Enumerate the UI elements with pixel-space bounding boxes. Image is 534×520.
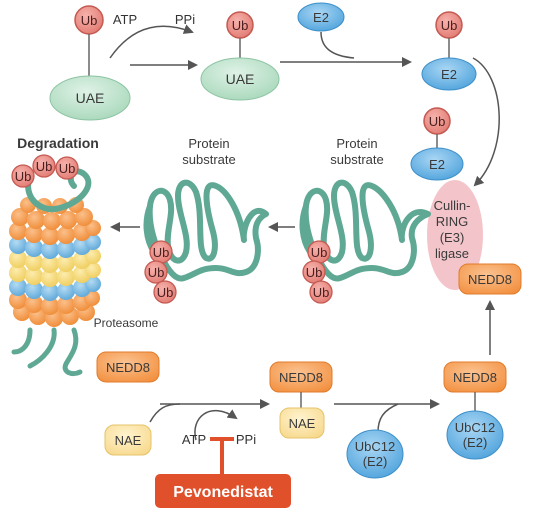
uae-right-label: UAE — [226, 71, 255, 87]
ub-proteasome-1: Ub — [15, 169, 32, 184]
ub-chain-middle: Ub Ub Ub — [144, 240, 177, 304]
protein-substrate-middle — [146, 179, 269, 282]
peptide-fragment-3 — [62, 327, 83, 377]
uae-enzyme-left: UAE — [49, 75, 131, 121]
e2-charged-top-label: E2 — [441, 67, 457, 82]
proteasome-ring-orange-top — [9, 197, 101, 245]
atp-label-top: ATP — [113, 12, 137, 27]
nae-free-label: NAE — [115, 433, 142, 448]
ubc12-charged-label-1: UbC12 — [455, 420, 495, 435]
nae-charged: NAE — [279, 407, 325, 439]
e2-charged-top: E2 — [421, 57, 477, 91]
ubc12-free-label-1: UbC12 — [355, 439, 395, 454]
ubc12-charged: UbC12 (E2) — [446, 410, 504, 460]
ubc12-free-label-2: (E2) — [363, 454, 388, 469]
e2-on-complex-label: E2 — [429, 157, 445, 172]
substrate-right-label-1: Protein — [336, 136, 377, 151]
nedd8-on-nae-label: NEDD8 — [279, 370, 323, 385]
ub-chain-proteasome: Ub Ub Ub — [11, 154, 79, 188]
ppi-label-bottom: PPi — [236, 432, 256, 447]
uae-left-label: UAE — [76, 90, 105, 106]
ub-chain-right: Ub Ub Ub — [302, 240, 333, 304]
ub-free-label: Ub — [81, 13, 98, 28]
peptide-fragment-2 — [27, 327, 57, 369]
nedd8-complex-label: NEDD8 — [468, 272, 512, 287]
ubc12-free: UbC12 (E2) — [346, 429, 404, 479]
ppi-label-top: PPi — [175, 12, 195, 27]
atp-ppi-arrow-top — [109, 24, 194, 59]
ub-chain-right-2: Ub — [306, 265, 323, 280]
cullin-ring-ligase: Cullin- RING (E3) ligase — [427, 180, 483, 290]
peptide-fragment-1 — [11, 327, 33, 355]
ub-chain-right-3: Ub — [313, 285, 330, 300]
ub-on-e2-complex: Ub — [423, 107, 451, 135]
ub-chain-mid-2: Ub — [148, 265, 165, 280]
ub-chain-mid-3: Ub — [157, 285, 174, 300]
arrow-e2-to-e3 — [472, 57, 500, 187]
ub-on-e2-top: Ub — [435, 11, 463, 39]
pevonedistat-drug: Pevonedistat — [155, 474, 291, 508]
cullin-label-2: RING — [436, 214, 469, 229]
ub-free: Ub — [74, 5, 104, 35]
atp-label-bottom: ATP — [182, 432, 206, 447]
ub-on-e2-top-label: Ub — [441, 18, 458, 33]
ubc12-join-curve — [377, 403, 399, 433]
nedd8-free-label: NEDD8 — [106, 360, 150, 375]
nae-free: NAE — [104, 424, 152, 456]
nae-join-curve — [149, 403, 181, 423]
pevonedistat-label: Pevonedistat — [173, 484, 273, 501]
nedd8-free: NEDD8 — [96, 351, 160, 383]
proteasome-label: Proteasome — [94, 316, 159, 330]
substrate-mid-label-2: substrate — [182, 152, 235, 167]
ub-on-uae: Ub — [226, 11, 254, 39]
ub-chain-mid-1: Ub — [153, 245, 170, 260]
protein-substrate-right — [302, 179, 431, 282]
cullin-label-1: Cullin- — [434, 198, 471, 213]
e2-free: E2 — [297, 2, 345, 32]
proteasome-ring-yellow — [9, 248, 101, 287]
nae-charged-label: NAE — [289, 416, 316, 431]
nedd8-on-complex: NEDD8 — [458, 263, 522, 295]
proteasome — [9, 168, 101, 377]
cullin-label-3: (E3) — [440, 230, 465, 245]
substrate-right-label-2: substrate — [330, 152, 383, 167]
cullin-label-4: ligase — [435, 246, 469, 261]
degradation-label: Degradation — [17, 135, 99, 151]
nedd8-on-ubc12-label: NEDD8 — [453, 370, 497, 385]
nedd8-on-ubc12: NEDD8 — [443, 361, 507, 393]
ub-on-uae-label: Ub — [232, 18, 249, 33]
ub-on-e2-complex-label: Ub — [429, 114, 446, 129]
ubc12-charged-label-2: (E2) — [463, 435, 488, 450]
proteasome-ring-blue-bottom — [9, 276, 101, 301]
ub-chain-right-1: Ub — [311, 245, 328, 260]
ub-proteasome-3: Ub — [59, 161, 76, 176]
e2-free-label: E2 — [313, 10, 329, 25]
substrate-mid-label-1: Protein — [188, 136, 229, 151]
e2-on-complex: E2 — [410, 147, 464, 181]
nedd8-on-nae: NEDD8 — [269, 361, 333, 393]
atp-ppi-arrow-bottom — [194, 409, 238, 441]
e2-join-curve — [320, 31, 355, 59]
ub-proteasome-2: Ub — [36, 159, 53, 174]
proteasome-ring-blue-top — [9, 234, 101, 259]
uae-enzyme-right: UAE — [200, 57, 280, 101]
